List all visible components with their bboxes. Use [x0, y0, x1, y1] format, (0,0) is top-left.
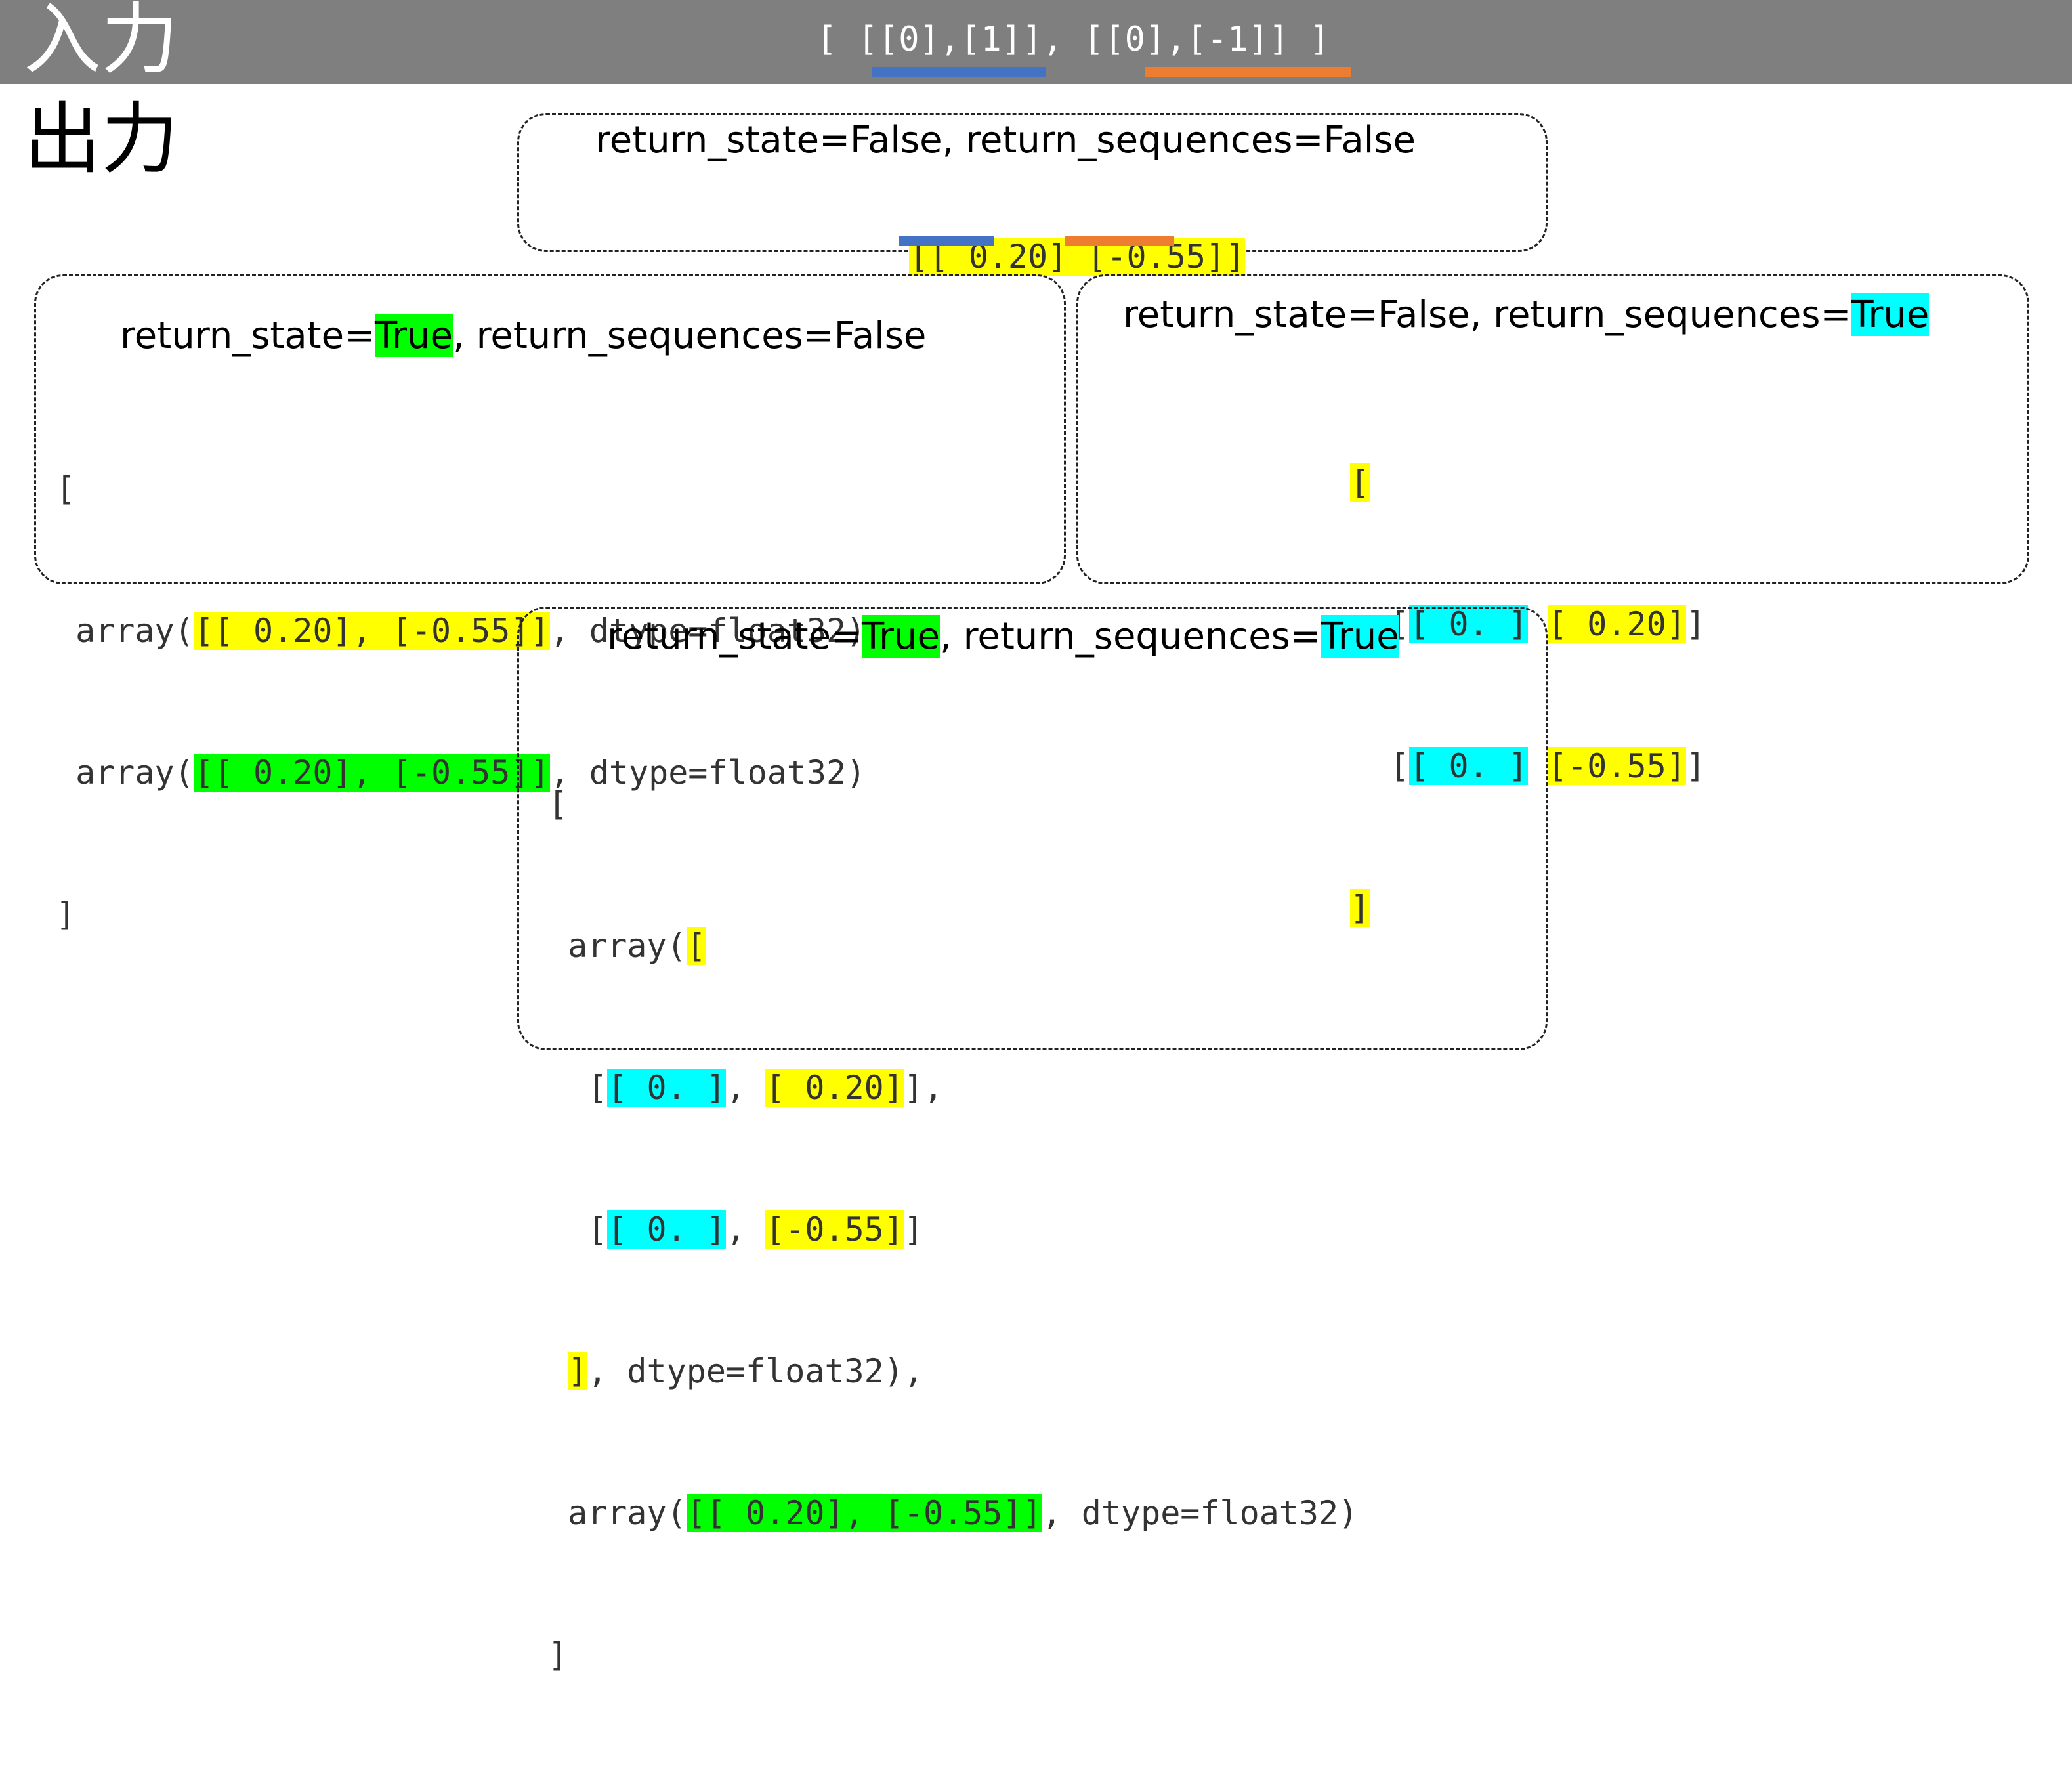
code-text: ,: [725, 1069, 766, 1107]
code-text: [: [548, 1069, 608, 1107]
code-text: , dtype=float32): [1042, 1494, 1359, 1532]
code-text: ],: [903, 1069, 944, 1107]
box-state-false-seq-true: return_state=False, return_sequences=Tru…: [1076, 274, 2029, 927]
code-text: [: [548, 1210, 608, 1249]
highlight-yellow: [-0.55]: [765, 1210, 904, 1249]
highlight-cyan: [ 0. ]: [607, 1069, 726, 1107]
input-label: 入力: [24, 0, 179, 85]
header-bar: 入力 [ [[0],[1]], [[0],[-1]] ]: [0, 0, 2072, 84]
seq2-underline: [1145, 67, 1351, 77]
code-text: ]: [1685, 747, 1706, 785]
code-text: array(: [548, 927, 687, 965]
highlight-green: [[ 0.20], [-0.55]]: [686, 1494, 1042, 1532]
box-title: return_state=True, return_sequences=True: [607, 614, 1399, 660]
box-state-true-seq-true: return_state=True, return_sequences=True…: [517, 607, 1548, 1674]
seq2-underline: [1065, 236, 1174, 246]
code-line: array([[ 0.20], [-0.55]], dtype=float32): [56, 749, 885, 796]
title-part: return_state=False, return_sequences=: [1123, 293, 1851, 336]
code-text: array(: [56, 612, 194, 650]
title-part: , return_sequences=: [939, 615, 1321, 658]
code-block: [ array([[ 0.20], [-0.55]], dtype=float3…: [56, 371, 885, 1033]
highlight-yellow: [ 0.20]: [765, 1069, 904, 1107]
seq1-underline: [899, 236, 994, 246]
highlight-true: True: [375, 314, 453, 357]
highlight-cyan: [ 0. ]: [1409, 747, 1528, 785]
code-line: array([[ 0.20], [-0.55]], dtype=float32)…: [56, 607, 885, 654]
code-text: [: [1389, 747, 1410, 785]
code-text: ]: [1685, 605, 1706, 643]
highlight-yellow: ]: [568, 1352, 588, 1390]
highlight-true: True: [862, 615, 940, 658]
code-line: [: [548, 785, 568, 823]
box-state-true-seq-false: return_state=True, return_sequences=Fals…: [34, 274, 1066, 933]
box-title: return_state=False, return_sequences=Fal…: [595, 119, 1416, 161]
code-line: [[ 0. ] [ 0.20]]: [1350, 601, 1706, 648]
highlight-yellow: ]: [1350, 889, 1370, 927]
code-line: ]: [56, 895, 76, 933]
code-line: ], dtype=float32),: [548, 1348, 1358, 1395]
code-text: array(: [56, 754, 194, 792]
code-text: , dtype=float32),: [587, 1352, 923, 1390]
highlight-cyan: [ 0. ]: [1409, 605, 1528, 643]
code-line: [: [56, 470, 76, 508]
title-part: , return_sequences=False: [452, 314, 927, 357]
title-part: return_state=: [120, 314, 375, 357]
code-line: array([: [548, 922, 1358, 970]
code-text: , dtype=float32): [549, 754, 866, 792]
highlight-true: True: [1321, 615, 1399, 658]
box-title: return_state=False, return_sequences=Tru…: [1123, 292, 1930, 338]
code-line: ]: [548, 1636, 568, 1674]
output-label: 出力: [24, 94, 179, 184]
highlight-green: [[ 0.20], [-0.55]]: [194, 754, 550, 792]
code-text: array(: [548, 1494, 687, 1532]
highlight-cyan: [ 0. ]: [607, 1210, 726, 1249]
seq1-underline: [872, 67, 1046, 77]
code-line: array([[ 0.20], [-0.55]], dtype=float32): [548, 1489, 1358, 1537]
code-block: [ array([ [[ 0. ], [ 0.20]], [[ 0. ], [-…: [548, 686, 1358, 1773]
code-line: [[ 0. ], [-0.55]]: [548, 1206, 1358, 1253]
box-title: return_state=True, return_sequences=Fals…: [120, 313, 926, 359]
code-text: ]: [903, 1210, 923, 1249]
highlight-yellow: [: [686, 927, 706, 965]
highlight-yellow: [: [1350, 463, 1370, 502]
code-block: [ [[ 0. ] [ 0.20]] [[ 0. ] [-0.55]] ]: [1350, 364, 1706, 1026]
code-text: ,: [725, 1210, 766, 1249]
box-state-false-seq-false: return_state=False, return_sequences=Fal…: [517, 113, 1548, 276]
highlight-yellow: [-0.55]: [1548, 747, 1686, 785]
code-line: [[ 0. ] [-0.55]]: [1350, 742, 1706, 790]
code-text: , dtype=float32),: [549, 612, 886, 650]
highlight-yellow: [[ 0.20], [-0.55]]: [194, 612, 550, 650]
code-line: [: [1350, 459, 1706, 506]
input-expression: [ [[0],[1]], [[0],[-1]] ]: [816, 20, 1330, 59]
title-part: return_state=: [607, 615, 862, 658]
code-line: ]: [1350, 884, 1706, 931]
code-line: [[ 0. ], [ 0.20]],: [548, 1064, 1358, 1111]
highlight-true: True: [1851, 293, 1930, 336]
highlight-yellow: [ 0.20]: [1548, 605, 1686, 643]
